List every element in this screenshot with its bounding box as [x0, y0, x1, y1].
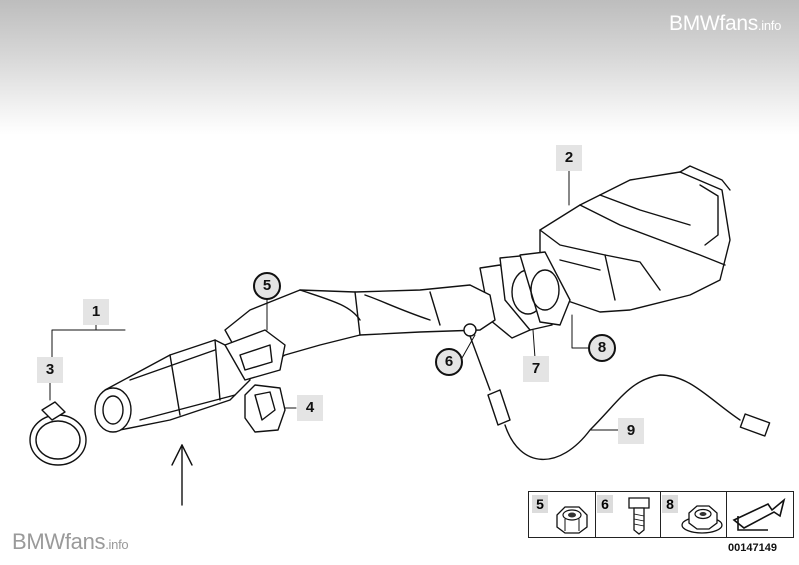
legend-num-5: 5: [532, 495, 548, 513]
oxygen-sensor-drawing: [463, 323, 771, 461]
exhaust-pipe-drawing: [224, 284, 496, 376]
catalytic-converter-drawing: [539, 165, 731, 313]
callout-3: 3: [37, 357, 63, 383]
legend-num-6: 6: [597, 495, 613, 513]
callout-1: 1: [83, 299, 109, 325]
legend-separator: [595, 492, 596, 537]
callout-6: 6: [435, 348, 463, 376]
vent-arrow-drawing: [171, 444, 193, 506]
return-arrow-icon: [732, 497, 786, 531]
watermark-suffix: .info: [757, 18, 781, 33]
clamp-ring-drawing: [29, 401, 87, 466]
header-gradient: [0, 0, 799, 135]
legend-separator: [726, 492, 727, 537]
callout-7: 7: [523, 356, 549, 382]
watermark-brand: BMWfans: [669, 12, 758, 35]
bolt-icon: [628, 497, 650, 535]
callout-5: 5: [253, 272, 281, 300]
watermark-suffix: .info: [105, 537, 129, 552]
watermark-bottom: BMWfans.info: [12, 529, 129, 555]
callout-4: 4: [297, 395, 323, 421]
legend-separator: [660, 492, 661, 537]
callout-8: 8: [588, 334, 616, 362]
reference-number: 00147149: [728, 542, 777, 554]
clamp-drawing: [244, 384, 286, 433]
flange-nut-icon: [681, 505, 723, 534]
bracket-drawing: [224, 329, 286, 381]
front-converter-drawing: [94, 339, 251, 433]
watermark-top: BMWfans.info: [669, 12, 781, 36]
nut-icon: [556, 506, 588, 534]
parts-legend: 5 6 8: [528, 491, 794, 538]
callout-9: 9: [618, 418, 644, 444]
watermark-brand: BMWfans: [12, 529, 106, 554]
callout-2: 2: [556, 145, 582, 171]
leader-lines: [49, 169, 619, 431]
legend-num-8: 8: [662, 495, 678, 513]
